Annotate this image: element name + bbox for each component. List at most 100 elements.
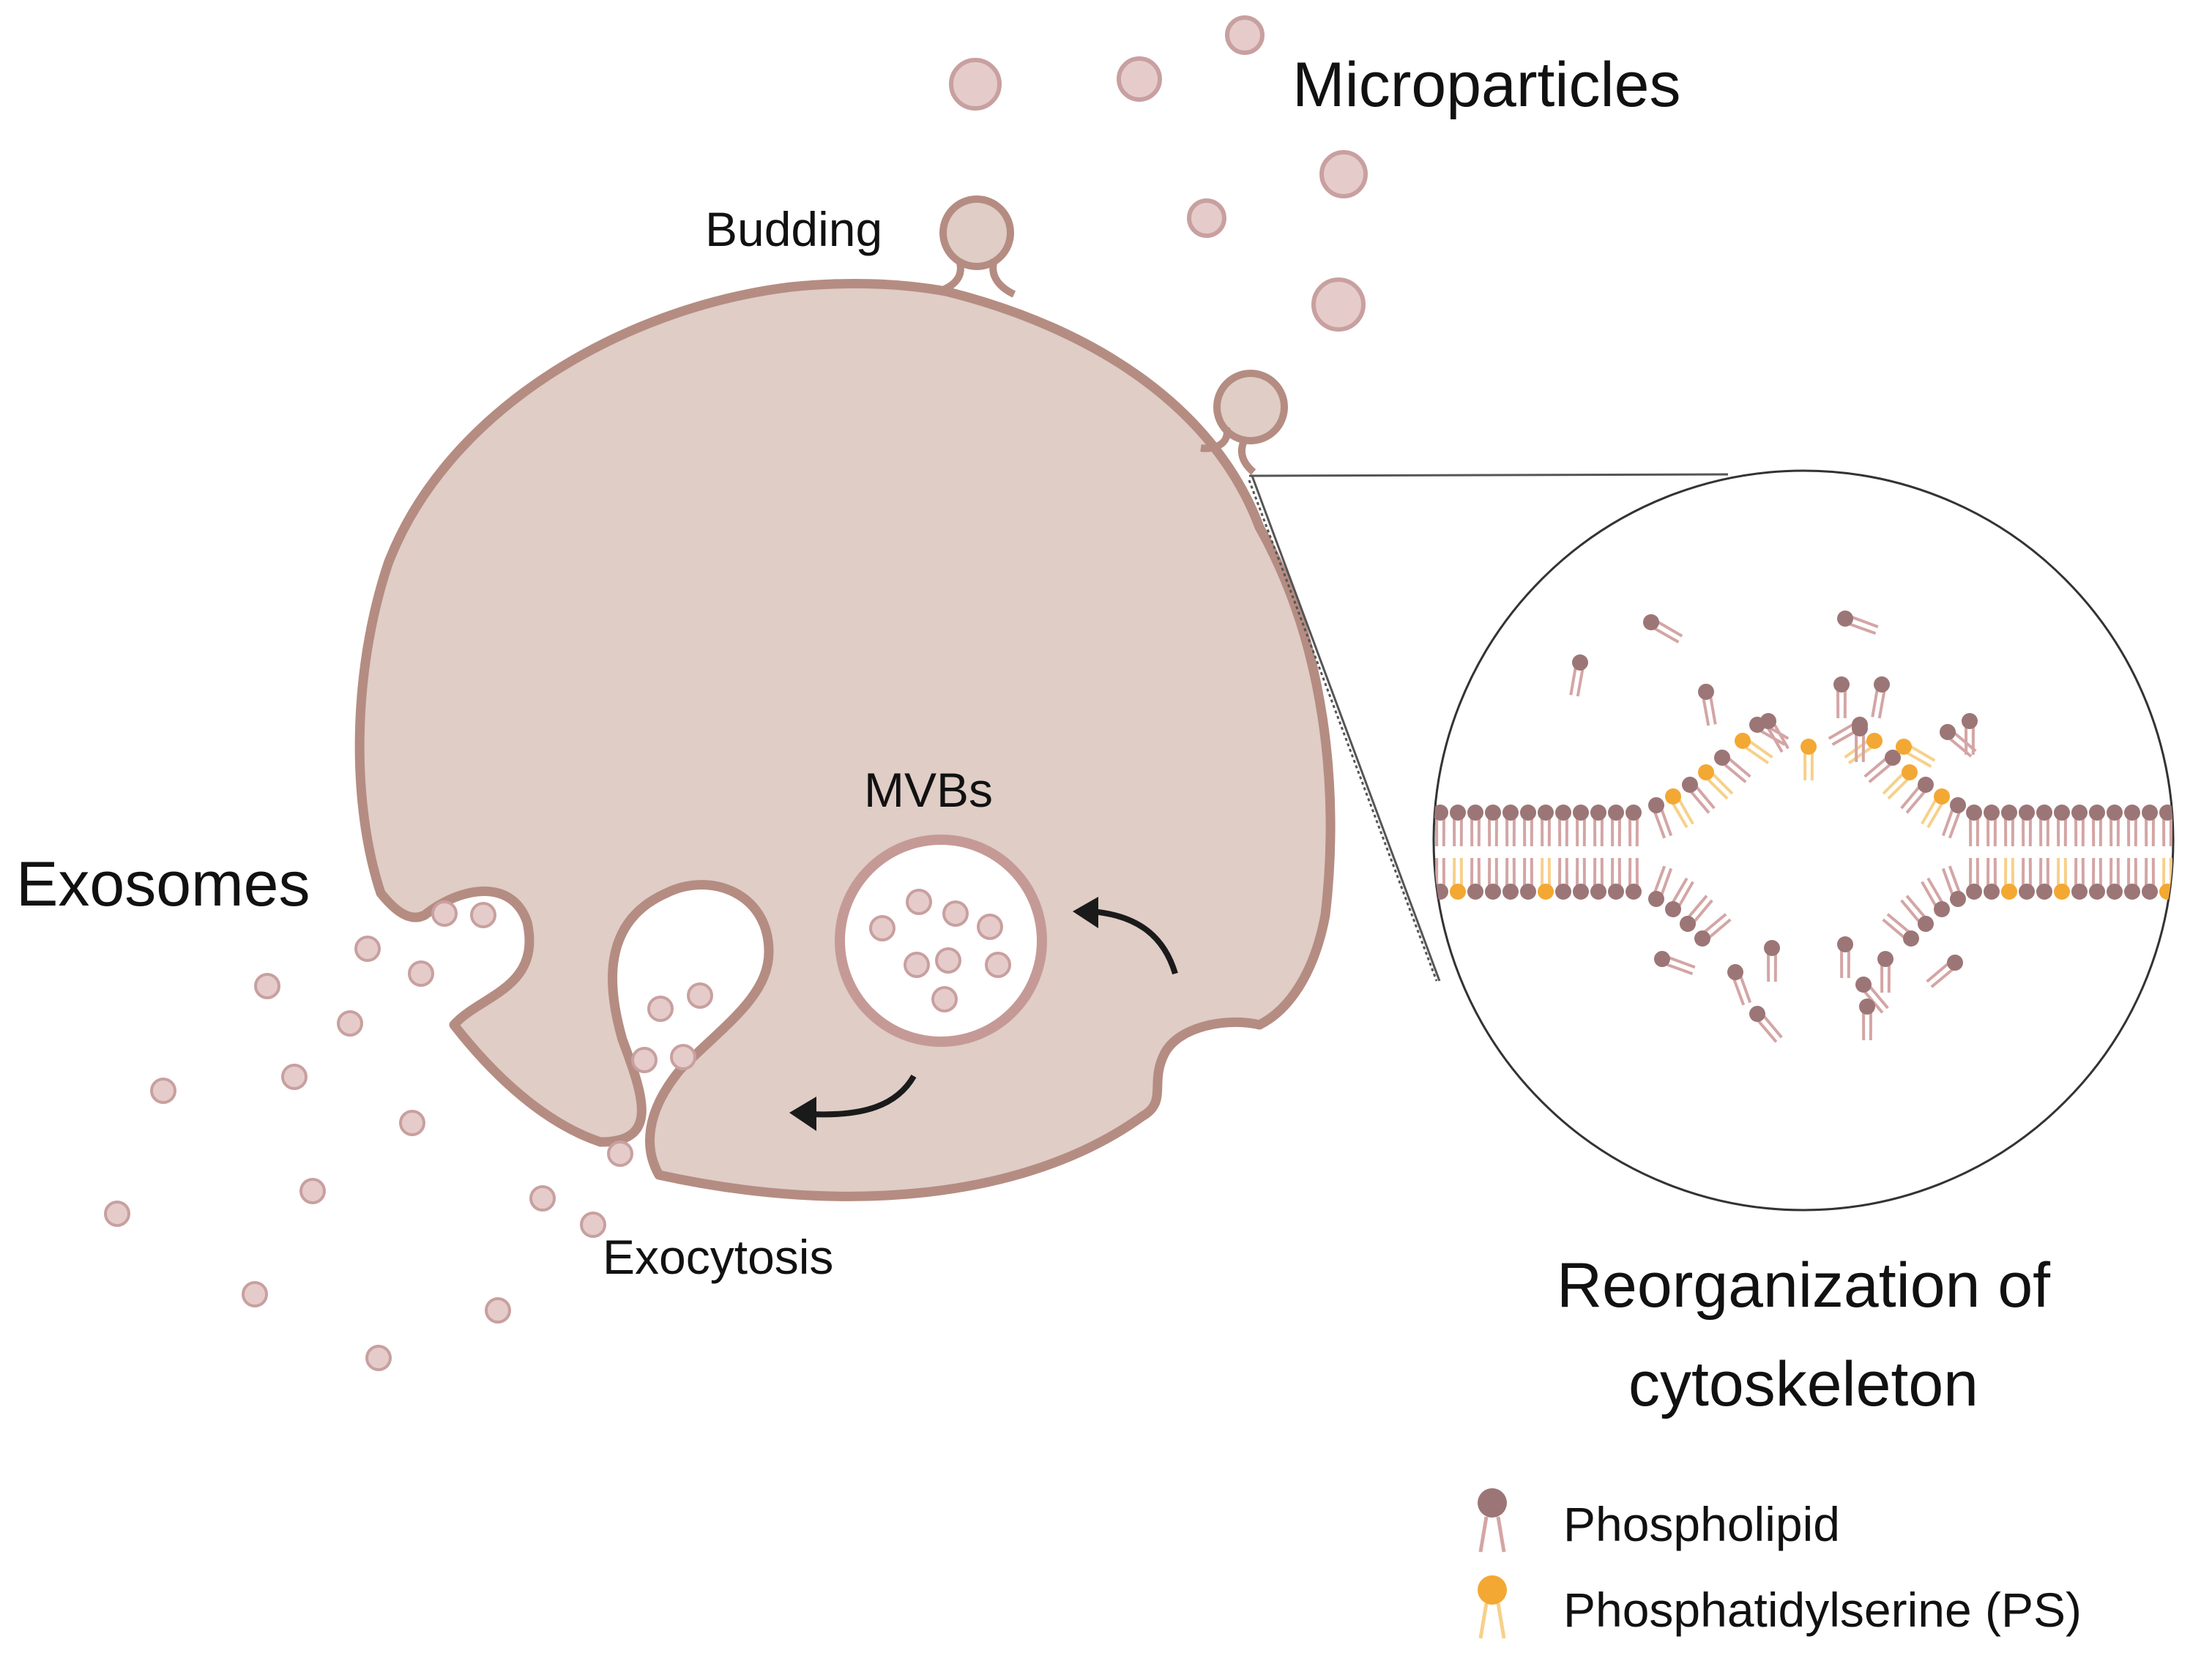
bud-neck [1200, 427, 1256, 475]
phospholipid-icon [2107, 805, 2123, 847]
curved-arrow-icon [789, 1074, 917, 1131]
phospholipid-icon [1966, 805, 1982, 847]
phosphatidylserine-icon [1735, 733, 1773, 764]
phospholipid-icon [1900, 777, 1934, 814]
cell-membrane [354, 278, 1336, 1201]
legend: Phospholipid Phosphatidylserine (PS) [1478, 1488, 2082, 1639]
mvb-vesicles [869, 889, 1011, 1012]
phospholipid-icon [1590, 805, 1606, 847]
label-mvbs: MVBs [864, 763, 993, 817]
phospholipid-icon [1502, 805, 1519, 847]
phospholipid-icon [1573, 805, 1589, 847]
phospholipid-icon [1921, 877, 1950, 917]
label-exosomes: Exosomes [16, 849, 310, 919]
phospholipid-icon [1984, 805, 2000, 847]
phospholipid-icon [1608, 805, 1624, 847]
label-microparticles: Microparticles [1292, 50, 1680, 120]
phosphatidylserine-icon [1800, 739, 1817, 781]
phosphatidylserine-icon [1538, 857, 1554, 900]
phospholipid-icon [2142, 857, 2158, 900]
legend-label: Phospholipid [1563, 1497, 1840, 1551]
phospholipid-icon [1837, 936, 1853, 979]
zoom-circle [1432, 469, 2175, 1212]
phospholipid-icon [2071, 857, 2088, 900]
phospholipid-icon [1882, 913, 1919, 947]
phospholipid-icon [1855, 977, 1889, 1014]
phospholipid-icon [1760, 713, 1790, 753]
phospholipid-icon [2142, 805, 2158, 847]
phospholipid-icon [1520, 805, 1536, 847]
bud-vesicle [1213, 370, 1288, 444]
membrane-bilayer [1434, 611, 2173, 1043]
phosphatidylserine-icon [2054, 857, 2070, 900]
phospholipid-icon [2019, 805, 2035, 847]
label-reorganization-line2: cytoskeleton [1628, 1349, 1978, 1419]
phospholipid-icon [1859, 999, 1875, 1041]
phospholipid-icon [1764, 940, 1780, 982]
phospholipid-icon [1941, 797, 1966, 839]
phospholipid-icon [1467, 805, 1483, 847]
phospholipid-icon [1871, 676, 1890, 719]
phospholipid-icon [1648, 797, 1673, 839]
phospholipid-icon [2036, 857, 2052, 900]
phospholipid-icon [2159, 805, 2173, 847]
phospholipid-icon [2107, 857, 2123, 900]
phospholipid-icon [1626, 805, 1642, 847]
microparticles [949, 15, 1368, 332]
phospholipid-icon [1694, 913, 1732, 947]
phosphatidylserine-icon [1665, 788, 1694, 829]
cell [354, 195, 1336, 1201]
phospholipid-icon [1714, 750, 1751, 783]
phospholipid-icon [2089, 857, 2105, 900]
phospholipid-icon [1900, 895, 1934, 932]
phospholipid-icon [1648, 865, 1673, 907]
mvb [835, 835, 1047, 1047]
phospholipid-icon [2124, 805, 2140, 847]
phospholipid-icon [1654, 951, 1696, 976]
phosphatidylserine-icon [1698, 764, 1734, 800]
bud-vesicle [939, 195, 1014, 270]
phospholipid-icon [1966, 857, 1982, 900]
phospholipid-icon [1608, 857, 1624, 900]
phospholipid-icon [1538, 805, 1554, 847]
phospholipid-icon [1569, 654, 1588, 697]
phospholipid-icon [1941, 865, 1966, 907]
phospholipid-icon [1926, 955, 1963, 988]
label-exocytosis: Exocytosis [603, 1230, 833, 1284]
phospholipid-icon [1727, 964, 1752, 1006]
phospholipid-icon [1626, 857, 1642, 900]
phospholipid-icon [2054, 805, 2070, 847]
curved-arrow-icon [1073, 897, 1178, 975]
exosome-particles [104, 936, 633, 1371]
zoom-connector [1248, 473, 1729, 982]
phospholipid-icon [1682, 777, 1716, 814]
label-budding: Budding [705, 202, 882, 256]
phospholipid-icon [1833, 676, 1850, 719]
phospholipid-icon [2124, 857, 2140, 900]
phospholipid-icon [2019, 857, 2035, 900]
phospholipid-icon [2001, 805, 2017, 847]
phospholipid-icon [2036, 805, 2052, 847]
phospholipid-icon [1485, 805, 1501, 847]
phospholipid-icon [1863, 750, 1901, 783]
label-reorganization-line1: Reorganization of [1557, 1250, 2051, 1321]
phospholipid-icon [1478, 1488, 1507, 1553]
phospholipid-icon [1837, 611, 1879, 635]
legend-item-phosphatidylserine: Phosphatidylserine (PS) [1478, 1575, 2082, 1639]
phospholipid-icon [1520, 857, 1536, 900]
phospholipid-icon [1555, 805, 1571, 847]
legend-item-phospholipid: Phospholipid [1478, 1488, 1840, 1553]
pocket-vesicles [431, 900, 713, 1073]
phosphatidylserine-icon [1921, 788, 1950, 829]
phospholipid-icon [1434, 805, 1448, 847]
legend-label: Phosphatidylserine (PS) [1563, 1583, 2082, 1637]
phospholipid-icon [1590, 857, 1606, 900]
mvb-membrane [835, 835, 1047, 1047]
phospholipid-icon [2071, 805, 2088, 847]
phosphatidylserine-icon [1478, 1575, 1507, 1639]
phospholipid-icon [2089, 805, 2105, 847]
phospholipid-icon [1877, 951, 1893, 993]
phospholipid-icon [1502, 857, 1519, 900]
phospholipid-icon [1698, 684, 1717, 726]
